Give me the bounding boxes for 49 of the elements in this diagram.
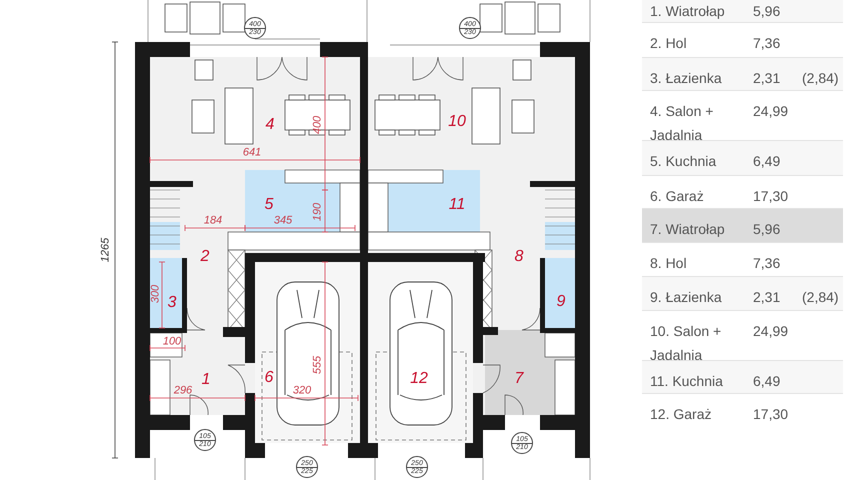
room-name: 4. Salon + Jadalnia <box>650 102 714 145</box>
room-area: 5,96 <box>753 0 801 23</box>
room-area: 17,30 <box>753 402 801 426</box>
room-name: 5. Kuchnia <box>650 152 718 171</box>
room-name: 9. Łazienka <box>650 288 723 307</box>
room-area-alt: (2,84) <box>802 69 840 88</box>
room-number: 6 <box>264 370 274 386</box>
room-name: 12. Garaż <box>650 405 712 424</box>
dimension-label: 400 <box>312 116 324 134</box>
room-name: 1. Wiatrołap <box>650 2 726 21</box>
room-number: 8 <box>514 249 524 265</box>
room-number: 10 <box>448 114 466 130</box>
room-number: 4 <box>266 117 274 133</box>
room-name: 2. Hol <box>650 34 688 53</box>
room-number: 3 <box>168 295 176 311</box>
dimension-label: 320 <box>292 386 312 396</box>
room-area: 6,49 <box>753 369 801 393</box>
dimension-label: 641 <box>242 148 262 158</box>
dimension-label: 190 <box>312 202 324 222</box>
room-number: 5 <box>264 197 274 213</box>
room-area: 2,31 <box>753 66 801 90</box>
room-area: 17,30 <box>753 184 801 208</box>
dimension-label: 345 <box>274 216 292 226</box>
room-name: 3. Łazienka <box>650 69 723 88</box>
dimension-label: 296 <box>174 386 192 396</box>
dimension-label: 184 <box>204 216 222 226</box>
dimension-label: 300 <box>150 284 162 304</box>
room-number: 12 <box>410 371 428 387</box>
room-number: 7 <box>514 371 524 387</box>
room-area: 24,99 <box>753 99 801 123</box>
room-name: 6. Garaż <box>650 187 705 206</box>
dimension-label: 100 <box>162 336 182 348</box>
room-name: 8. Hol <box>650 254 688 273</box>
room-name: 7. Wiatrołap <box>650 220 726 239</box>
room-number: 11 <box>448 197 466 213</box>
dimension-label: 555 <box>312 356 324 374</box>
dimension-label: 1265 <box>100 238 112 262</box>
room-area-alt: (2,84) <box>802 288 840 307</box>
room-name: 10. Salon + Jadalnia <box>650 322 722 365</box>
room-number: 9 <box>556 294 566 310</box>
room-number: 1 <box>202 372 210 388</box>
room-area: 7,36 <box>753 31 801 55</box>
room-area: 5,96 <box>753 217 801 241</box>
room-area: 6,49 <box>753 149 801 173</box>
room-area: 24,99 <box>753 319 801 343</box>
room-area: 2,31 <box>753 285 801 309</box>
room-area: 7,36 <box>753 251 801 275</box>
room-number: 2 <box>200 249 210 265</box>
room-name: 11. Kuchnia <box>650 372 724 391</box>
